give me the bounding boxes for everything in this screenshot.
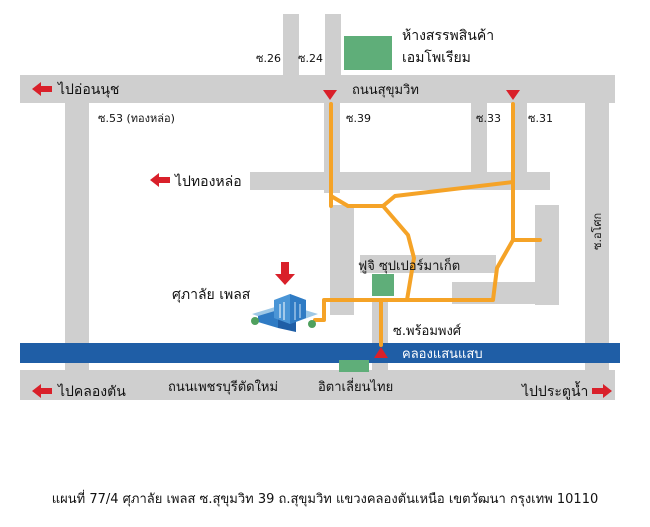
soi-53-label: ซ.53 (ทองหล่อ) [98,112,175,125]
to-thonglor-label: ไปทองหล่อ [174,173,242,190]
road-soi-33 [471,103,487,183]
arrow-icon [506,90,520,100]
soi-39-label: ซ.39 [346,112,371,125]
arrow-markers [32,82,612,398]
road-soi-53 [65,103,89,373]
road-phetchaburi [20,370,615,400]
arrow-icon [374,347,388,358]
road-soi-26 [283,14,299,76]
canal-label: คลองแสนแสบ [402,347,483,362]
arrow-left-icon [32,384,52,398]
route-path [313,102,542,347]
mall-name-line2: เอมโพเรียม [402,49,471,66]
fuji-supermarket-landmark [372,274,394,296]
italthai-landmark [339,360,369,372]
road-sukhumvit [20,75,615,103]
arrow-down-icon [275,262,295,285]
soi-asoke-label: ซ.อโศก [590,213,604,250]
soi-26-label: ซ.26 [256,52,281,65]
soi-phrom-phong-label: ซ.พร้อมพงศ์ [393,323,462,339]
fuji-supermarket-label: ฟูจิ ซุปเปอร์มาเก็ต [358,256,460,274]
to-khlong-tan-label: ไปคลองตัน [57,383,126,400]
road-soi-asoke [585,103,609,373]
arrow-left-icon [32,82,52,96]
soi-31-label: ซ.31 [528,112,553,125]
soi-24-label: ซ.24 [298,52,323,65]
phetchaburi-road-label: ถนนเพชรบุรีตัดใหม่ [168,379,278,395]
arrow-icon [323,90,337,100]
emporium-landmark [344,36,392,70]
soi-33-label: ซ.33 [476,112,501,125]
sukhumvit-road-label: ถนนสุขุมวิท [352,83,419,98]
road-soi-24 [325,14,341,76]
arrow-left-icon [150,173,170,187]
road-inner-vertical [330,205,354,315]
mall-name-line1: ห้างสรรพสินค้า [402,28,494,44]
building-icon [251,294,318,332]
arrow-right-icon [592,384,612,398]
canal-saen-saep [20,343,620,363]
road-network [20,14,615,400]
to-on-nut-label: ไปอ่อนนุช [57,81,119,98]
road-south-connector [360,255,496,273]
address-caption: แผนที่ 77/4 ศุภาลัย เพลส ซ.สุขุมวิท 39 ถ… [51,492,599,507]
to-pratunam-label: ไปประตูน้ำ [521,381,588,400]
building-label: ศุภาลัย เพลส [172,287,251,303]
italthai-label: อิตาเลี่ยนไทย [318,378,393,395]
